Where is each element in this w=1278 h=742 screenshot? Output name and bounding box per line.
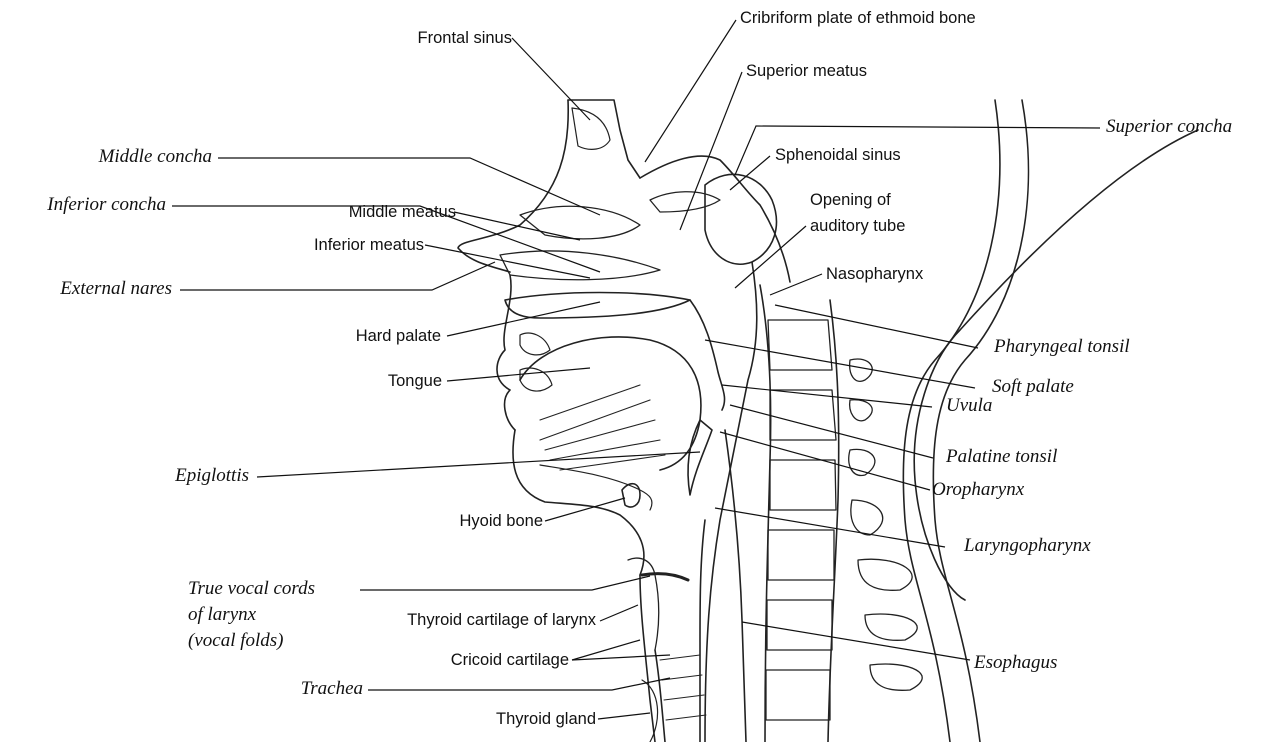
superior-concha-shape xyxy=(650,192,720,212)
label-middle-concha: Middle concha xyxy=(99,147,212,167)
epiglottis-shape xyxy=(688,420,712,495)
trachea-rings xyxy=(660,655,706,720)
cranial-floor xyxy=(640,156,790,282)
trachea-front xyxy=(655,650,665,742)
sphenoid-body xyxy=(705,174,776,264)
frontal-sinus-outline xyxy=(572,108,610,149)
leader-thyroid-gland xyxy=(598,713,650,719)
leader-trachea xyxy=(368,678,670,690)
leader-inferior-meatus xyxy=(425,245,590,278)
label-cribriform-plate: Cribriform plate of ethmoid bone xyxy=(740,8,976,28)
pharynx-posterior-wall xyxy=(705,262,757,742)
label-middle-meatus: Middle meatus xyxy=(349,202,456,222)
label-thyroid-cartilage: Thyroid cartilage of larynx xyxy=(407,610,596,630)
leader-palatine-tonsil xyxy=(730,405,933,458)
leader-epiglottis xyxy=(257,452,700,477)
label-true-vocal-cords-3: (vocal folds) xyxy=(188,631,284,651)
label-pharyngeal-tonsil: Pharyngeal tonsil xyxy=(994,337,1130,357)
label-inferior-concha: Inferior concha xyxy=(47,195,166,215)
label-trachea: Trachea xyxy=(301,679,363,699)
larynx-anterior xyxy=(640,575,655,742)
label-superior-meatus: Superior meatus xyxy=(746,61,867,81)
label-true-vocal-cords-2: of larynx xyxy=(188,605,256,625)
label-sphenoidal-sinus: Sphenoidal sinus xyxy=(775,145,901,165)
label-uvula: Uvula xyxy=(946,396,992,416)
label-thyroid-gland: Thyroid gland xyxy=(496,709,596,729)
label-opening-auditory-tube-1: Opening of xyxy=(810,190,891,210)
vertebral-bodies xyxy=(766,320,836,720)
leader-nasopharynx xyxy=(770,274,822,295)
label-epiglottis: Epiglottis xyxy=(175,466,249,486)
label-soft-palate: Soft palate xyxy=(992,377,1074,397)
leader-tongue xyxy=(447,368,590,381)
label-palatine-tonsil: Palatine tonsil xyxy=(946,447,1057,467)
leader-lines xyxy=(172,20,1100,719)
leader-opening-auditory-tube xyxy=(735,226,806,288)
back-of-neck xyxy=(914,130,1198,600)
nose-outline xyxy=(458,100,568,272)
label-frontal-sinus: Frontal sinus xyxy=(418,28,512,48)
leader-hyoid-bone xyxy=(545,498,625,521)
airway-wall xyxy=(700,520,705,742)
label-hyoid-bone: Hyoid bone xyxy=(460,511,543,531)
label-opening-auditory-tube-2: auditory tube xyxy=(810,216,905,236)
label-inferior-meatus: Inferior meatus xyxy=(314,235,424,255)
label-true-vocal-cords-1: True vocal cords xyxy=(188,579,315,599)
label-cricoid-cartilage: Cricoid cartilage xyxy=(451,650,569,670)
leader-frontal-sinus xyxy=(512,38,590,120)
leader-true-vocal-cords xyxy=(360,576,650,590)
frontal-bone-outline xyxy=(568,100,640,178)
leader-superior-meatus xyxy=(680,72,742,230)
label-hard-palate: Hard palate xyxy=(356,326,441,346)
middle-concha-shape xyxy=(520,206,640,239)
leader-hard-palate xyxy=(447,302,600,336)
leader-esophagus xyxy=(742,622,970,660)
leader-pharyngeal-tonsil xyxy=(775,305,978,348)
leader-thyroid-cartilage xyxy=(600,605,638,621)
label-tongue: Tongue xyxy=(388,371,442,391)
upper-teeth xyxy=(520,333,550,355)
leader-soft-palate xyxy=(705,340,975,388)
label-laryngopharynx: Laryngopharynx xyxy=(964,536,1091,556)
leader-cribriform-plate xyxy=(645,20,736,162)
leader-laryngopharynx xyxy=(715,508,945,547)
label-oropharynx: Oropharynx xyxy=(932,480,1024,500)
tongue-outline xyxy=(520,337,701,470)
label-esophagus: Esophagus xyxy=(974,653,1057,673)
label-external-nares: External nares xyxy=(60,279,172,299)
label-superior-concha: Superior concha xyxy=(1106,117,1232,137)
label-nasopharynx: Nasopharynx xyxy=(826,264,923,284)
spinal-cord-back xyxy=(933,100,1028,742)
thyroid-gland-shape xyxy=(642,680,658,742)
leader-external-nares xyxy=(180,262,495,290)
hyoid-shape xyxy=(622,484,640,507)
leader-uvula xyxy=(722,385,932,407)
hard-palate-shape xyxy=(505,293,690,319)
soft-palate-shape xyxy=(690,300,725,410)
leader-oropharynx xyxy=(720,432,930,490)
